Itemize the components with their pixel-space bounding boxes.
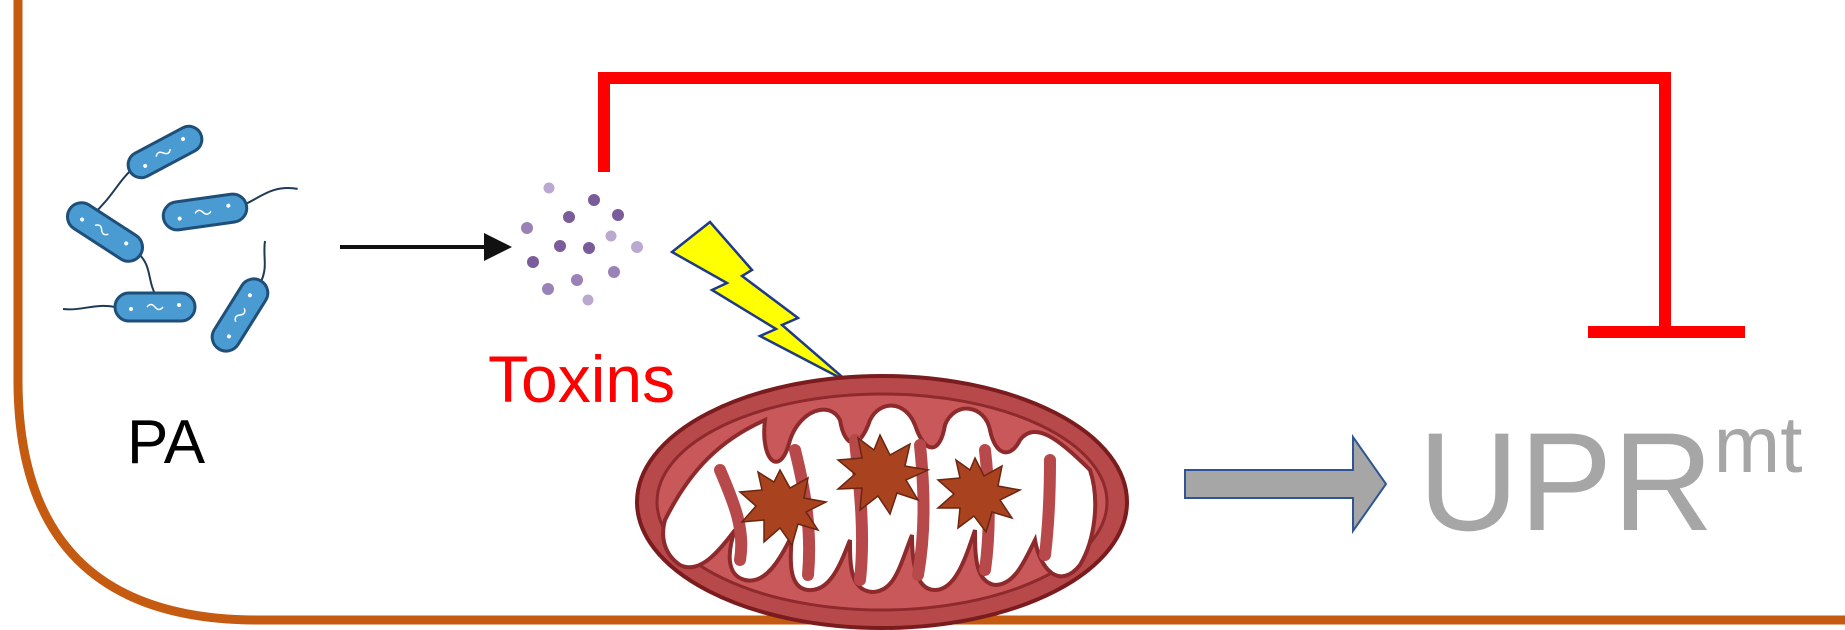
upr-label-superscript: mt bbox=[1714, 400, 1803, 489]
bacteria-icon bbox=[56, 122, 301, 357]
inhibition-line bbox=[604, 78, 1745, 332]
lightning-icon bbox=[672, 222, 848, 382]
upr-activation-arrow bbox=[1185, 437, 1386, 531]
pa-label: PA bbox=[127, 408, 206, 477]
upr-label: UPRmt bbox=[1418, 400, 1802, 560]
toxin-particles-icon bbox=[521, 183, 643, 306]
toxins-label: Toxins bbox=[488, 342, 675, 416]
release-arrow bbox=[340, 233, 512, 261]
upr-label-main: UPR bbox=[1418, 403, 1714, 560]
